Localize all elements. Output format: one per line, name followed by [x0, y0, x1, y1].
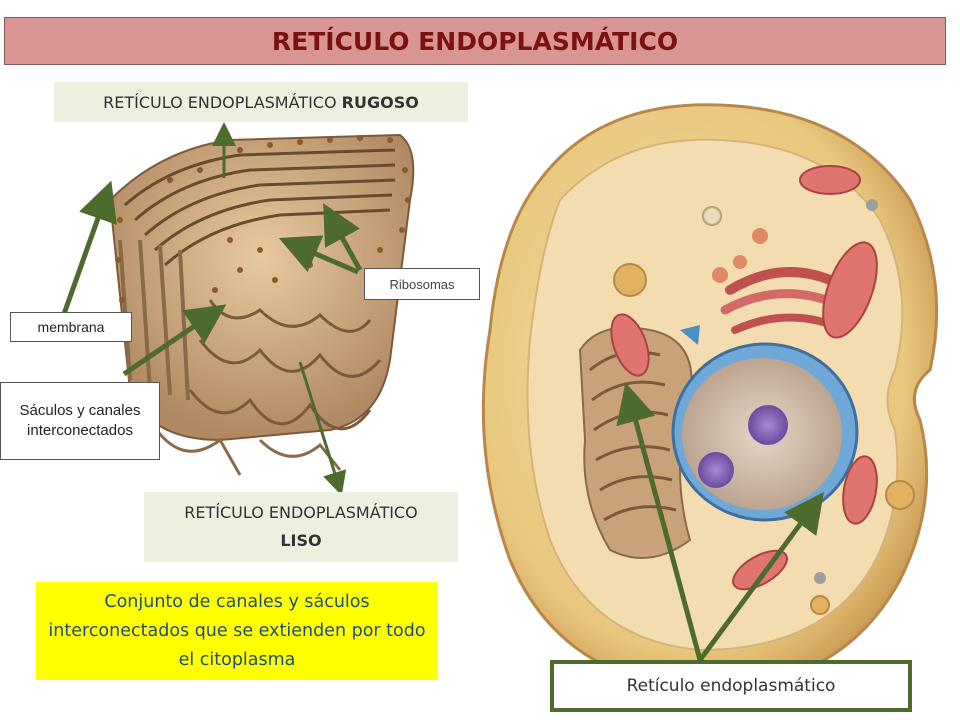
pointer-arrows: [61, 122, 824, 662]
animal-cell-illustration: [481, 103, 939, 692]
ribosomes-label-text: Ribosomas: [389, 276, 455, 292]
ribosomes-label: Ribosomas: [364, 268, 480, 300]
membrane-label: membrana: [10, 312, 132, 342]
definition-box: Conjunto de canales y sáculos interconec…: [36, 582, 438, 680]
rough-er-label-bold: RUGOSO: [341, 92, 419, 112]
smooth-er-label-bold: LISO: [280, 531, 322, 550]
cell-er-label: Retículo endoplasmático: [550, 660, 912, 712]
rough-er-label: RETÍCULO ENDOPLASMÁTICO RUGOSO: [54, 82, 468, 122]
rough-er-label-text: RETÍCULO ENDOPLASMÁTICO: [103, 92, 342, 112]
membrane-label-text: membrana: [37, 319, 105, 335]
definition-text: Conjunto de canales y sáculos interconec…: [48, 591, 426, 670]
page-title: RETÍCULO ENDOPLASMÁTICO: [4, 17, 946, 65]
smooth-er-label: RETÍCULO ENDOPLASMÁTICO LISO: [144, 492, 458, 562]
cell-er-label-text: Retículo endoplasmático: [626, 676, 836, 696]
smooth-er-label-text: RETÍCULO ENDOPLASMÁTICO: [184, 503, 418, 522]
page-title-text: RETÍCULO ENDOPLASMÁTICO: [271, 26, 679, 56]
saccules-label: Sáculos y canales interconectados: [0, 382, 160, 460]
saccules-label-text: Sáculos y canales interconectados: [19, 402, 141, 439]
